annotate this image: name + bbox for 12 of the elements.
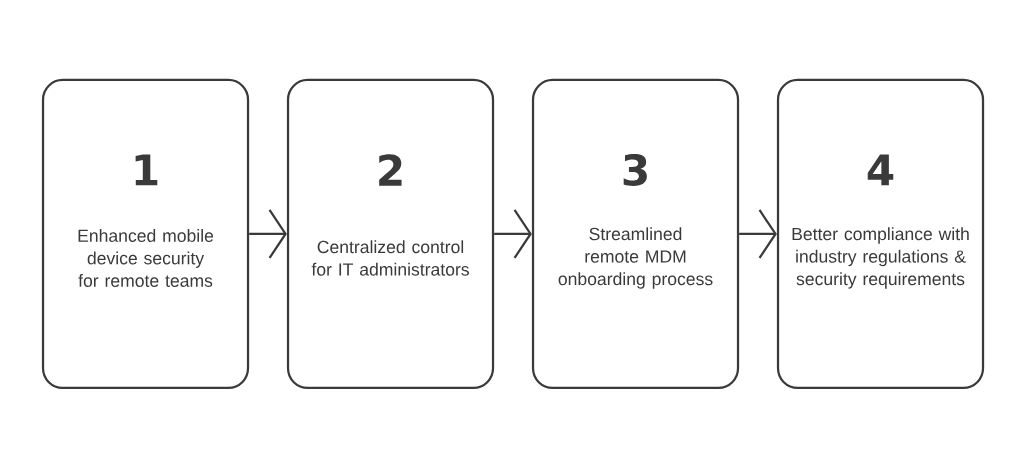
step-number: 1 [135,154,158,186]
step-text: Streamlined remote MDM onboarding process [558,227,713,289]
step-number: 3 [623,154,647,186]
step-card [531,78,740,390]
step-text: Better compliance with industry regulations & security requirements [792,227,969,289]
step-number: 2 [379,154,402,186]
step-card [286,78,495,390]
step-text: Enhanced mobile device security for remote teams [78,229,214,287]
step-text: Centralized control for IT administrators [311,240,469,276]
step-number: 4 [867,154,894,186]
step-card [41,78,250,390]
step-card [776,78,985,390]
